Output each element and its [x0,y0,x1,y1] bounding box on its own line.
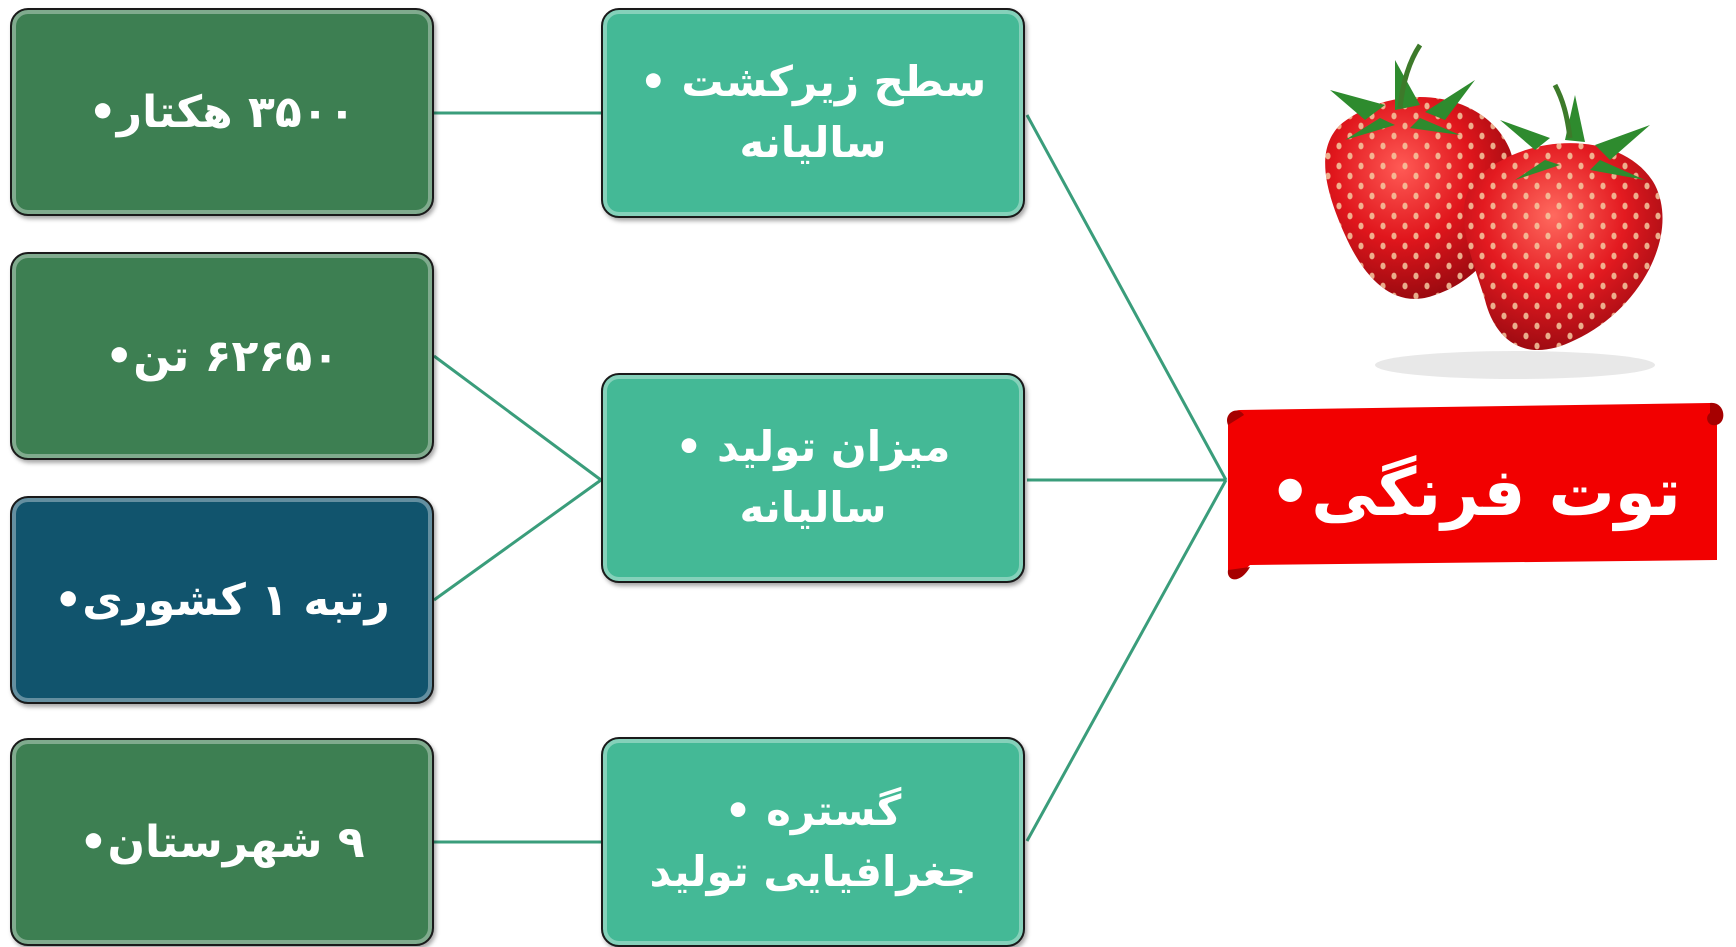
strawberry-right [1463,83,1663,351]
value-box-counties: ۹ شهرستان• [10,738,434,946]
value-label-tons: ۶۲۶۵۰ تن• [105,330,339,382]
connector-title-to-geography [1025,479,1228,842]
category-box-production: میزان تولید • سالیانه [601,373,1025,583]
strawberry-left [1325,43,1516,299]
category-label-geography: گستره • جغرافیایی تولید [649,786,977,896]
category-box-cultivation-area: سطح زیرکشت • سالیانه [601,8,1025,218]
value-label-hectares: ۳۵۰۰ هکتار• [88,86,356,138]
category-label-cultivation-area: سطح زیرکشت • سالیانه [639,57,987,167]
connector-title-to-area [1025,114,1228,481]
strawberry-illustration [1325,43,1663,379]
category-box-geography: گستره • جغرافیایی تولید [601,737,1025,947]
title-text: توت فرنگی• [1269,454,1681,531]
title-banner: توت فرنگی• [1220,395,1730,590]
value-box-hectares: ۳۵۰۰ هکتار• [10,8,434,216]
value-label-counties: ۹ شهرستان• [79,816,365,868]
category-label-production: میزان تولید • سالیانه [675,422,951,532]
connector-production-to-rank [433,478,602,602]
value-label-rank: رتبه ۱ کشوری• [54,574,390,626]
value-box-rank: رتبه ۱ کشوری• [10,496,434,704]
value-box-tons: ۶۲۶۵۰ تن• [10,252,434,460]
banner-shape [1226,402,1724,580]
connector-production-to-tons [433,354,602,482]
